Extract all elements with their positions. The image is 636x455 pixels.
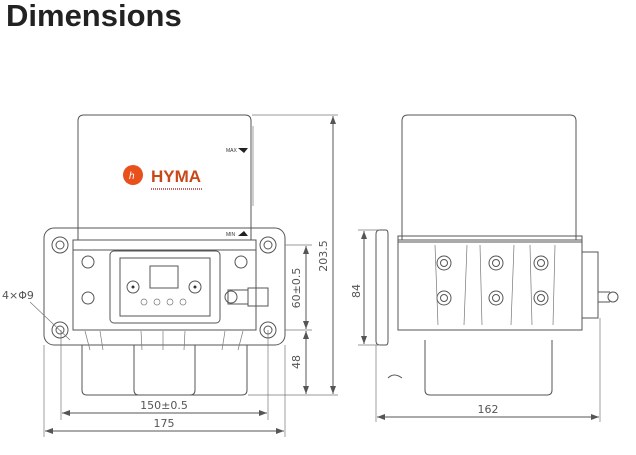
level-max-label: MAX: [226, 148, 238, 154]
side-dimensions: 84 162: [350, 229, 601, 422]
lower-housing: [81, 345, 248, 396]
dim-flange-height: 84: [350, 284, 363, 298]
dim-total-width: 175: [154, 417, 175, 430]
side-lower-housing: [424, 340, 553, 396]
display-screen: [149, 265, 179, 289]
side-flange: [375, 229, 389, 346]
mounting-holes: [51, 236, 277, 339]
side-eye-fitting: [607, 291, 619, 303]
dim-vertical-hole-spacing: 60±0.5: [290, 268, 303, 309]
front-view: MAX MIN h HYMA: [43, 114, 286, 396]
hole-callout: 4×Φ9: [2, 289, 34, 302]
side-outlet-bolts: [436, 255, 549, 306]
dim-total-height: 203.5: [317, 240, 330, 272]
svg-text:h: h: [129, 171, 135, 182]
dim-lower-height: 48: [290, 355, 303, 369]
page-title: Dimensions: [6, 0, 182, 33]
outlet-fitting: [227, 287, 269, 307]
control-panel: [109, 250, 221, 324]
dim-horizontal-hole-spacing: 150±0.5: [140, 399, 188, 412]
dim-total-depth: 162: [478, 403, 499, 416]
front-dimensions: 203.5 60±0.5 48 150±0.5 175 4×Φ9: [2, 114, 338, 437]
side-pump-body: [397, 239, 583, 331]
reservoir-tank: [77, 114, 252, 240]
mounting-flange: [43, 227, 286, 346]
level-min-label: MIN: [226, 232, 236, 238]
hyma-logo: h HYMA: [123, 165, 202, 190]
side-reservoir-tank: [401, 114, 577, 240]
svg-text:HYMA: HYMA: [151, 167, 201, 186]
side-view: [375, 114, 619, 396]
